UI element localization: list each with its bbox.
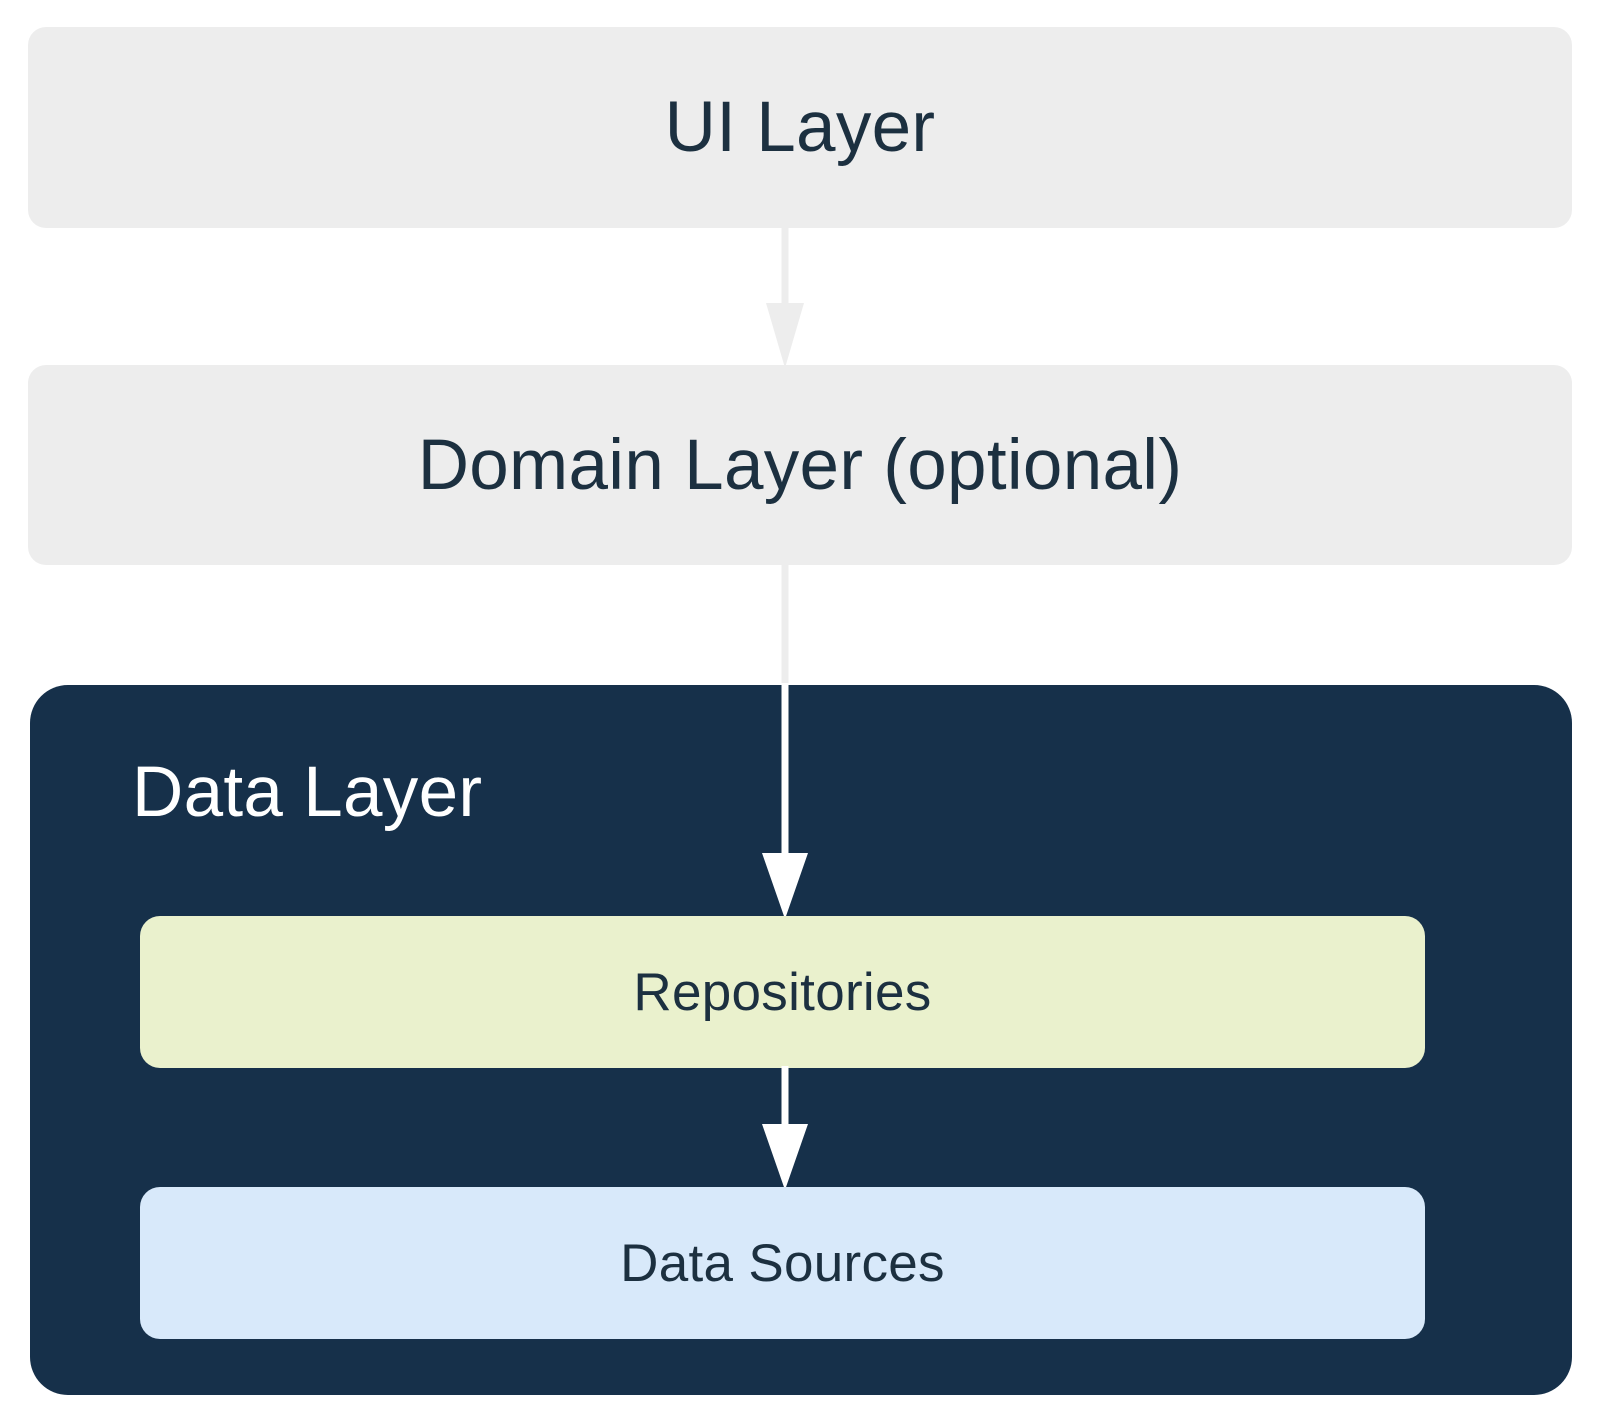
data-layer-label: Data Layer — [132, 753, 483, 832]
arrow-repositories-to-data-sources-icon — [762, 1066, 808, 1190]
data-sources-box[interactable]: Data Sources — [140, 1187, 1425, 1339]
ui-layer-box[interactable]: UI Layer — [28, 27, 1572, 228]
data-sources-label: Data Sources — [620, 1233, 945, 1293]
arrow-domain-to-repositories-icon — [762, 563, 808, 919]
domain-layer-box[interactable]: Domain Layer (optional) — [28, 365, 1572, 565]
ui-layer-label: UI Layer — [664, 88, 936, 167]
arrow-ui-to-domain-icon — [766, 226, 804, 368]
repositories-label: Repositories — [633, 962, 932, 1022]
domain-layer-label: Domain Layer (optional) — [417, 425, 1183, 505]
repositories-box[interactable]: Repositories — [140, 916, 1425, 1068]
